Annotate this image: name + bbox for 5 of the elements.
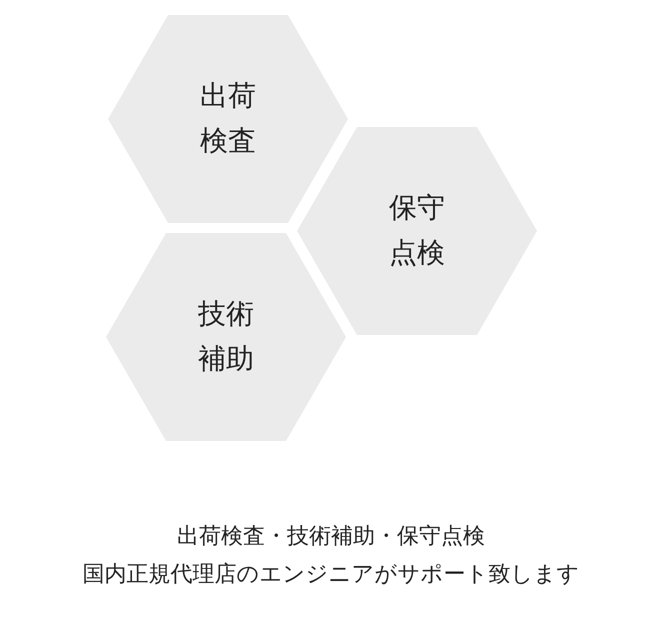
caption-text: 出荷検査・技術補助・保守点検 xyxy=(177,523,485,551)
caption-text: 国内正規代理店のエンジニアがサポート致します xyxy=(82,561,580,589)
hexagon-label: 出荷検査 xyxy=(200,78,256,159)
hexagon-label: 技術補助 xyxy=(198,296,254,377)
hexagon-label: 保守点検 xyxy=(389,190,445,271)
